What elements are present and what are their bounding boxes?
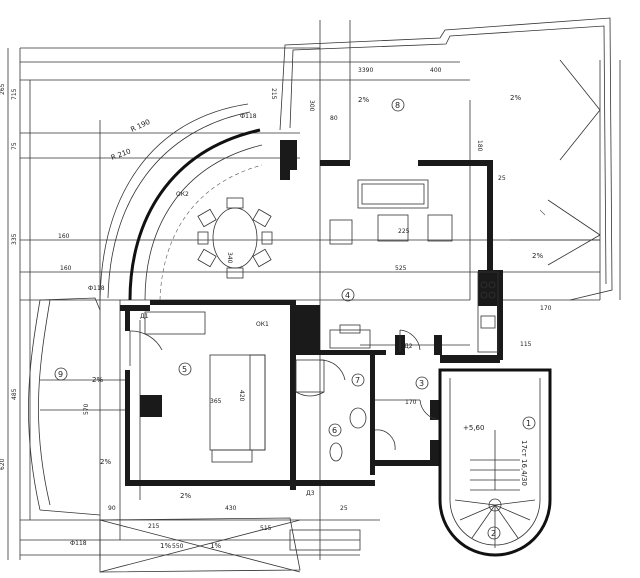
bedroom-furniture [144, 311, 266, 463]
dim-label: 180 [476, 140, 483, 152]
dim-label: 90 [108, 505, 116, 512]
bathroom-fixtures [295, 324, 371, 462]
room-label-5: 5 [182, 365, 187, 374]
dim-label: 25 [340, 505, 348, 512]
dim-label: 170 [540, 305, 552, 312]
dim-label: 160 [58, 233, 70, 240]
slope-label: 1% [160, 542, 171, 550]
stair-tower [438, 368, 552, 557]
room-marker-5 [178, 362, 192, 376]
dining-table [197, 197, 273, 279]
dim-label: 365 [210, 398, 222, 405]
room-label-6: 6 [332, 426, 337, 435]
dim-label: 215 [148, 523, 160, 530]
room-marker-4 [341, 288, 355, 302]
room-marker-6 [328, 423, 342, 437]
room-label-3: 3 [419, 379, 424, 388]
room-labels: 1 2 3 4 5 6 7 8 9 [54, 98, 536, 540]
dim-label: 25 [498, 175, 506, 182]
dim-label: 485 [11, 388, 18, 400]
dim-label: 75 [11, 142, 18, 150]
slope-label: 2% [532, 252, 543, 260]
dim-label: 430 [225, 505, 237, 512]
room-label-9: 9 [58, 370, 63, 379]
radius-outer-label: R 210 [110, 147, 132, 162]
dim-label: 265 [0, 83, 6, 95]
dim-label: 225 [398, 228, 410, 235]
radius-inner-label: R 190 [129, 118, 151, 134]
dim-label: 715 [11, 88, 18, 100]
dim-label: 550 [172, 543, 184, 550]
slope-label: 1% [210, 542, 221, 550]
room-marker-2 [487, 526, 501, 540]
room-marker-1 [522, 416, 536, 430]
dim-label: 620 [0, 458, 6, 470]
dim-label: 170 [405, 399, 417, 406]
mark-label: Д1 [140, 313, 149, 320]
bottom-balcony [99, 517, 361, 573]
dim-label: 300 [308, 100, 315, 112]
dim-label: 160 [60, 265, 72, 272]
dim-label: 570 [83, 403, 90, 415]
dim-label: 525 [395, 265, 407, 272]
room-label-1: 1 [526, 419, 531, 428]
dimension-lines [7, 20, 621, 560]
upper-terrace-slopes [539, 59, 601, 266]
slope-label: 2% [358, 96, 369, 104]
dim-label: 215 [270, 88, 277, 100]
room-marker-7 [351, 373, 365, 387]
room-marker-9 [54, 367, 68, 381]
dim-label: 515 [260, 525, 272, 532]
dim-label: 3390 [358, 67, 373, 74]
dim-label: 335 [11, 233, 18, 245]
dim-label: 420 [238, 390, 245, 402]
mark-label: ОК1 [256, 321, 269, 328]
slope-label: 2% [510, 94, 521, 102]
dim-label: 80 [330, 115, 338, 122]
mark-label: ОК2 [176, 191, 189, 198]
slope-label: 2% [100, 458, 111, 466]
dim-label: 340 [226, 252, 233, 264]
slope-label: 2% [92, 376, 103, 384]
living-furniture [329, 179, 453, 245]
mark-label: Ф118 [240, 113, 257, 120]
room-label-7: 7 [355, 376, 360, 385]
mark-label: Ф118 [70, 540, 87, 547]
level-mark: +5,60 [463, 424, 484, 432]
doors [129, 329, 441, 451]
left-terrace [28, 297, 101, 516]
mark-label: Д3 [306, 490, 315, 497]
slope-label: 2% [180, 492, 191, 500]
mark-label: Ф118 [88, 285, 105, 292]
stair-note: 17ст 16,4/30 [520, 440, 528, 486]
annotations: +5,60 17ст 16,4/30 R 210 R 190 2% 2% 2% … [0, 67, 552, 550]
room-label-8: 8 [395, 101, 400, 110]
room-label-2: 2 [491, 529, 496, 538]
curved-terrace [99, 103, 263, 301]
kitchen-counter [477, 271, 499, 353]
dim-label: 400 [430, 67, 442, 74]
room-label-4: 4 [345, 291, 350, 300]
mark-label: Д2 [404, 343, 413, 350]
room-marker-8 [391, 98, 405, 112]
dim-label: 115 [520, 341, 532, 348]
room-marker-3 [415, 376, 429, 390]
